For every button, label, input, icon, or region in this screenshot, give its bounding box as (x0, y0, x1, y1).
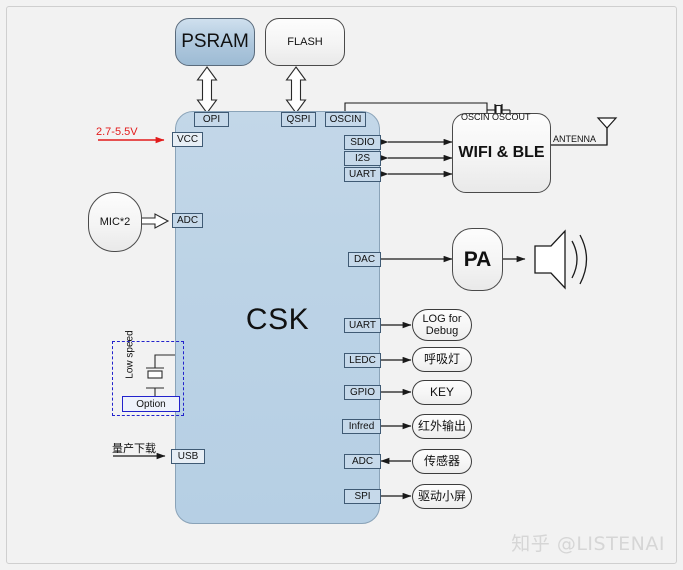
low-speed-option-group (112, 341, 184, 416)
pa-label: PA (463, 247, 492, 271)
key-label: KEY (429, 384, 454, 399)
pin-adc-mic-label: ADC (176, 215, 199, 226)
pin-usb[interactable]: USB (171, 449, 205, 464)
antenna-label-text: ANTENNA (553, 134, 597, 144)
breathing-light-block[interactable]: 呼吸灯 (412, 347, 472, 372)
wifi-osc-pins-text: OSCIN OSCOUT (461, 112, 531, 122)
pin-vcc-label: VCC (176, 134, 199, 145)
download-text: 量产下载 (112, 442, 156, 455)
pin-opi[interactable]: OPI (194, 112, 229, 127)
infrared-output-label: 红外输出 (417, 418, 466, 433)
log-debug-block[interactable]: LOG for Debug (412, 309, 472, 341)
key-block[interactable]: KEY (412, 380, 472, 405)
pin-vcc[interactable]: VCC (172, 132, 203, 147)
pin-oscin-label: OSCIN (329, 114, 362, 125)
infrared-output-block[interactable]: 红外输出 (412, 414, 472, 439)
flash-qspi-block-arrow (285, 66, 307, 114)
power-voltage-text: 2.7-5.5V (96, 126, 138, 138)
pin-ledc[interactable]: LEDC (344, 353, 381, 368)
small-screen-block[interactable]: 驱动小屏 (412, 484, 472, 509)
psram-label: PSRAM (181, 31, 249, 53)
pin-qspi-label: QSPI (286, 114, 311, 125)
wifi-ble-block[interactable]: WIFI & BLE (452, 113, 551, 193)
pin-infred-label: Infred (348, 421, 375, 432)
pin-infred[interactable]: Infred (342, 419, 381, 434)
option-box[interactable]: Option (122, 396, 180, 412)
pin-sdio[interactable]: SDIO (344, 135, 381, 150)
mic-block[interactable]: MIC*2 (88, 192, 142, 252)
wifi-osc-pins-label: OSCIN OSCOUT (461, 112, 531, 122)
pin-adc-sensor[interactable]: ADC (344, 454, 381, 469)
pin-spi[interactable]: SPI (344, 489, 381, 504)
pin-uart-log[interactable]: UART (344, 318, 381, 333)
chip-label: CSK (245, 303, 310, 336)
antenna-label: ANTENNA (553, 134, 596, 144)
wifi-bus-arrows (379, 138, 453, 178)
pin-adc-mic[interactable]: ADC (172, 213, 203, 228)
pin-i2s[interactable]: I2S (344, 151, 381, 166)
pin-uart-log-label: UART (348, 320, 377, 331)
flash-label: FLASH (287, 35, 323, 48)
pin-usb-label: USB (177, 451, 199, 462)
pa-block[interactable]: PA (452, 228, 503, 291)
pin-gpio-label: GPIO (349, 387, 375, 398)
watermark: 知乎 @LISTENAI (511, 529, 665, 556)
mic-adc-block-arrow (140, 213, 170, 229)
pin-opi-label: OPI (202, 114, 221, 125)
mic-label: MIC*2 (99, 215, 131, 228)
log-debug-line1: LOG for (422, 312, 462, 325)
sensor-block[interactable]: 传感器 (412, 449, 472, 474)
flash-block[interactable]: FLASH (265, 18, 345, 66)
sensor-label: 传感器 (423, 453, 460, 468)
pin-dac-label: DAC (353, 254, 376, 265)
pin-sdio-label: SDIO (350, 137, 375, 148)
breathing-light-label: 呼吸灯 (423, 351, 460, 366)
watermark-text: 知乎 @LISTENAI (511, 533, 665, 555)
wifi-ble-label: WIFI & BLE (458, 144, 545, 162)
pin-oscin[interactable]: OSCIN (325, 112, 366, 127)
psram-opi-block-arrow (196, 66, 218, 114)
peripheral-arrows (380, 321, 412, 500)
small-screen-label: 驱动小屏 (417, 488, 466, 503)
pin-spi-label: SPI (354, 491, 371, 502)
pin-qspi[interactable]: QSPI (281, 112, 316, 127)
download-label: 量产下载 (112, 440, 156, 456)
pin-i2s-label: I2S (354, 153, 370, 164)
antenna-symbol (551, 117, 618, 146)
psram-block[interactable]: PSRAM (175, 18, 255, 66)
speaker-icon (534, 229, 588, 290)
pin-dac[interactable]: DAC (348, 252, 381, 267)
pin-ledc-label: LEDC (349, 355, 376, 366)
low-speed-text: Low speed (124, 330, 136, 379)
low-speed-label: Low speed (125, 325, 136, 385)
power-voltage-label: 2.7-5.5V (96, 126, 138, 138)
pin-uart-wifi-label: UART (348, 169, 377, 180)
pin-uart-wifi[interactable]: UART (344, 167, 381, 182)
log-debug-line2: Debug (425, 325, 459, 337)
pin-adc-sensor-label: ADC (351, 456, 374, 467)
low-speed-crystal (146, 354, 175, 402)
pin-gpio[interactable]: GPIO (344, 385, 381, 400)
option-label: Option (136, 398, 166, 410)
